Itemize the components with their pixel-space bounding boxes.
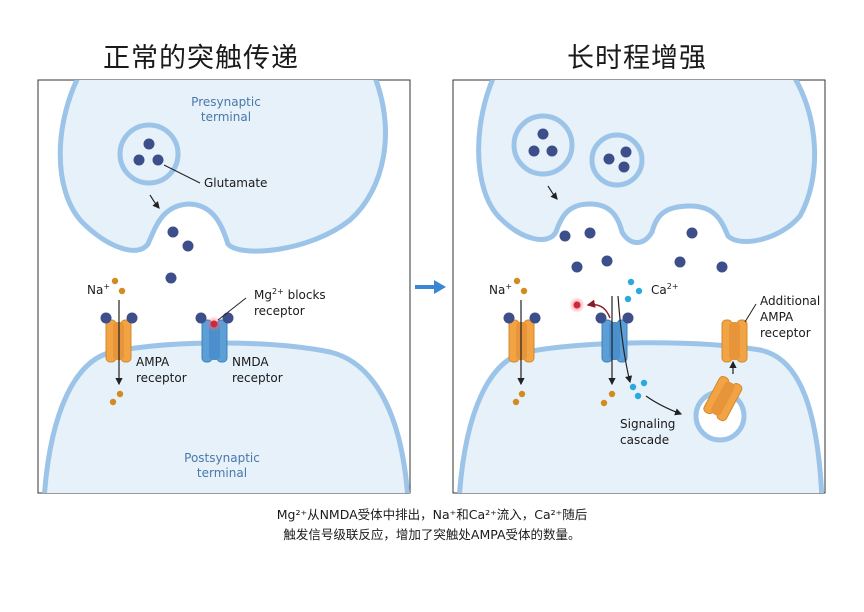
glutamate-leader-line xyxy=(163,164,201,184)
signaling-label: Signaling xyxy=(620,417,675,431)
sodium-ion xyxy=(116,390,124,398)
calcium-ion xyxy=(635,287,643,295)
glutamate-molecule xyxy=(571,261,583,273)
nmda-label: receptor xyxy=(232,371,283,385)
magnesium-ion xyxy=(573,301,581,309)
presynaptic-label: terminal xyxy=(201,110,251,124)
mg-blocks-label: receptor xyxy=(254,304,305,318)
glutamate-molecule xyxy=(686,227,698,239)
sodium-label: Na+ xyxy=(489,282,512,297)
vesicle-right-1 xyxy=(511,113,575,177)
right-panel-title: 长时程增强 xyxy=(567,43,707,74)
postsynaptic-terminal-right xyxy=(457,340,825,493)
signaling-arrow xyxy=(645,395,683,416)
additional-ampa-label: AMPA xyxy=(760,310,794,324)
glutamate-molecule xyxy=(674,256,686,268)
sodium-ion xyxy=(118,287,126,295)
glutamate-molecule xyxy=(584,227,596,239)
additional-ampa-label: Additional xyxy=(760,294,820,308)
left-panel: Glutamate Presynaptic terminal Na+ AMPA … xyxy=(37,79,411,494)
transition-arrow xyxy=(415,280,446,294)
glutamate-molecule xyxy=(559,230,571,242)
ampa-receptor-left xyxy=(100,312,138,363)
sodium-ion xyxy=(600,399,608,407)
glutamate-molecule xyxy=(528,145,540,157)
glutamate-molecule xyxy=(546,145,558,157)
additional-leader-line xyxy=(744,303,757,323)
glutamate-molecule xyxy=(603,153,615,165)
sodium-ion xyxy=(512,398,520,406)
release-arrow xyxy=(149,194,160,209)
ampa-receptor-right xyxy=(503,312,541,363)
sodium-ion xyxy=(109,398,117,406)
calcium-ion xyxy=(629,383,637,391)
glutamate-molecule xyxy=(167,226,179,238)
release-arrow xyxy=(547,185,558,200)
glutamate-molecule xyxy=(618,161,630,173)
sodium-ion xyxy=(111,277,119,285)
glutamate-molecule xyxy=(165,272,177,284)
vesicle-right-2 xyxy=(589,132,645,188)
calcium-ion xyxy=(624,295,632,303)
vesicle-left xyxy=(117,122,181,186)
glutamate-molecule xyxy=(143,138,155,150)
calcium-ion xyxy=(634,392,642,400)
nmda-label: NMDA xyxy=(232,355,269,369)
mg-blocks-label: Mg2+ blocks xyxy=(254,287,326,302)
glutamate-molecule xyxy=(537,128,549,140)
presynaptic-label: Presynaptic xyxy=(191,95,261,109)
right-panel: Na+ Ca2+ xyxy=(452,79,826,494)
ampa-label: AMPA xyxy=(136,355,170,369)
postsynaptic-terminal-left xyxy=(42,340,410,493)
calcium-label: Ca2+ xyxy=(651,282,679,297)
glutamate-molecule xyxy=(716,261,728,273)
sodium-ion xyxy=(520,287,528,295)
signaling-label: cascade xyxy=(620,433,669,447)
mg-leader-line xyxy=(217,297,247,321)
glutamate-molecule xyxy=(133,154,145,166)
calcium-influx-arrow xyxy=(617,295,633,384)
presynaptic-terminal-left xyxy=(57,80,388,254)
sodium-ion xyxy=(608,390,616,398)
calcium-ion xyxy=(627,278,635,286)
additional-ampa-label: receptor xyxy=(760,326,811,340)
glutamate-molecule xyxy=(620,146,632,158)
postsynaptic-label: terminal xyxy=(197,466,247,480)
mg-expulsion-arrow xyxy=(586,299,611,319)
calcium-ion xyxy=(640,379,648,387)
glutamate-molecule xyxy=(152,154,164,166)
ampa-label: receptor xyxy=(136,371,187,385)
glutamate-molecule xyxy=(182,240,194,252)
caption-line-2: 触发信号级联反应，增加了突触处AMPA受体的数量。 xyxy=(283,527,581,542)
additional-ampa-receptor xyxy=(721,319,748,363)
glutamate-molecule xyxy=(601,255,613,267)
glutamate-label: Glutamate xyxy=(204,176,267,190)
left-panel-title: 正常的突触传递 xyxy=(103,43,299,74)
postsynaptic-label: Postsynaptic xyxy=(184,451,260,465)
magnesium-ion xyxy=(210,320,218,328)
ampa-receptor-trafficking xyxy=(703,375,743,422)
sodium-label: Na+ xyxy=(87,282,110,297)
caption-line-1: Mg²⁺从NMDA受体中排出，Na⁺和Ca²⁺流入，Ca²⁺随后 xyxy=(276,507,588,522)
sodium-ion xyxy=(513,277,521,285)
sodium-ion xyxy=(518,390,526,398)
